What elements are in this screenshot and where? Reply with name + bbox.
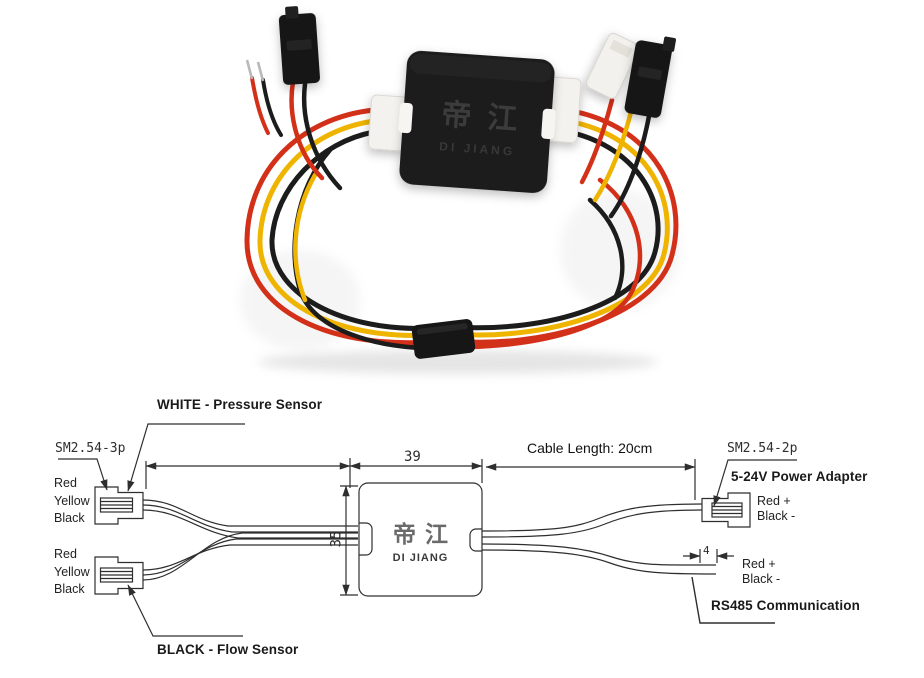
- module-name-en: DI JIANG: [438, 139, 516, 159]
- dim-left-cable: [145, 461, 351, 489]
- wire-color: Black: [54, 582, 85, 596]
- leader-black-sensor: [127, 584, 243, 637]
- dim-text-39: 39: [404, 449, 421, 465]
- wire-color: Red: [54, 547, 77, 561]
- label-connector-2p: SM2.54-2p: [727, 441, 798, 456]
- wire-color: Red: [54, 476, 77, 490]
- label-connector-3p: SM2.54-3p: [55, 441, 126, 456]
- product-photo: [240, 6, 680, 374]
- diagram-module-label: 帝江 DI JIANG: [359, 483, 482, 596]
- pin-label: Red +: [742, 557, 776, 571]
- bare-wire-tip: [245, 59, 254, 80]
- module-name-cn: 帝江: [393, 522, 457, 548]
- wire-colors-bottom: Red Yellow Black: [54, 546, 90, 599]
- leader-rs485: [691, 576, 775, 624]
- photo-module-engraving: 帝江 DI JIANG: [401, 52, 558, 196]
- leader-sm3p: [58, 458, 108, 491]
- leader-sm2p: [713, 459, 797, 507]
- pin-label: Black -: [757, 508, 796, 523]
- wire-color: Yellow: [54, 564, 90, 579]
- dim-text-35: 35: [328, 530, 345, 548]
- dim-text-4: 4: [703, 544, 710, 557]
- rs485-pins: Red + Black -: [742, 557, 780, 586]
- connector-3p-top: [94, 486, 144, 525]
- leader-white-sensor: [127, 423, 245, 492]
- connector-2p: [701, 492, 751, 528]
- diagram-wires-right: [481, 503, 717, 575]
- dim-module-height: [340, 485, 358, 596]
- module-name-en: DI JIANG: [392, 552, 449, 564]
- wire-loops-right: [449, 109, 679, 350]
- power-pins: Red + Black -: [757, 494, 795, 523]
- label-rs485: RS485 Communication: [711, 598, 860, 613]
- dim-cable-length: [485, 459, 696, 500]
- pin-label: Red +: [757, 494, 791, 508]
- diagram-module: [358, 482, 483, 597]
- label-power-adapter: 5-24V Power Adapter: [731, 469, 868, 484]
- wire-shadow: [258, 350, 658, 374]
- photo-module: [398, 50, 556, 193]
- wire-colors-top: Red Yellow Black: [54, 475, 90, 528]
- bare-wire-tip: [256, 61, 265, 82]
- label-pressure-sensor: WHITE - Pressure Sensor: [157, 397, 323, 412]
- wire-color: Black: [54, 511, 85, 525]
- module-name-cn: 帝江: [440, 97, 535, 139]
- cable-wrap: [411, 319, 476, 359]
- wire-color: Yellow: [54, 493, 90, 508]
- connector-3p-bottom: [94, 556, 144, 595]
- diagram-wires-left: [142, 499, 358, 581]
- label-cable-length: Cable Length: 20cm: [527, 440, 653, 456]
- dim-strip-length: [683, 549, 734, 563]
- dim-module-width: [349, 458, 483, 488]
- label-flow-sensor: BLACK - Flow Sensor: [157, 642, 299, 657]
- photo-connector-top-right: [579, 32, 677, 219]
- photo-connector-top-left: [245, 6, 343, 191]
- pin-label: Black -: [742, 571, 781, 586]
